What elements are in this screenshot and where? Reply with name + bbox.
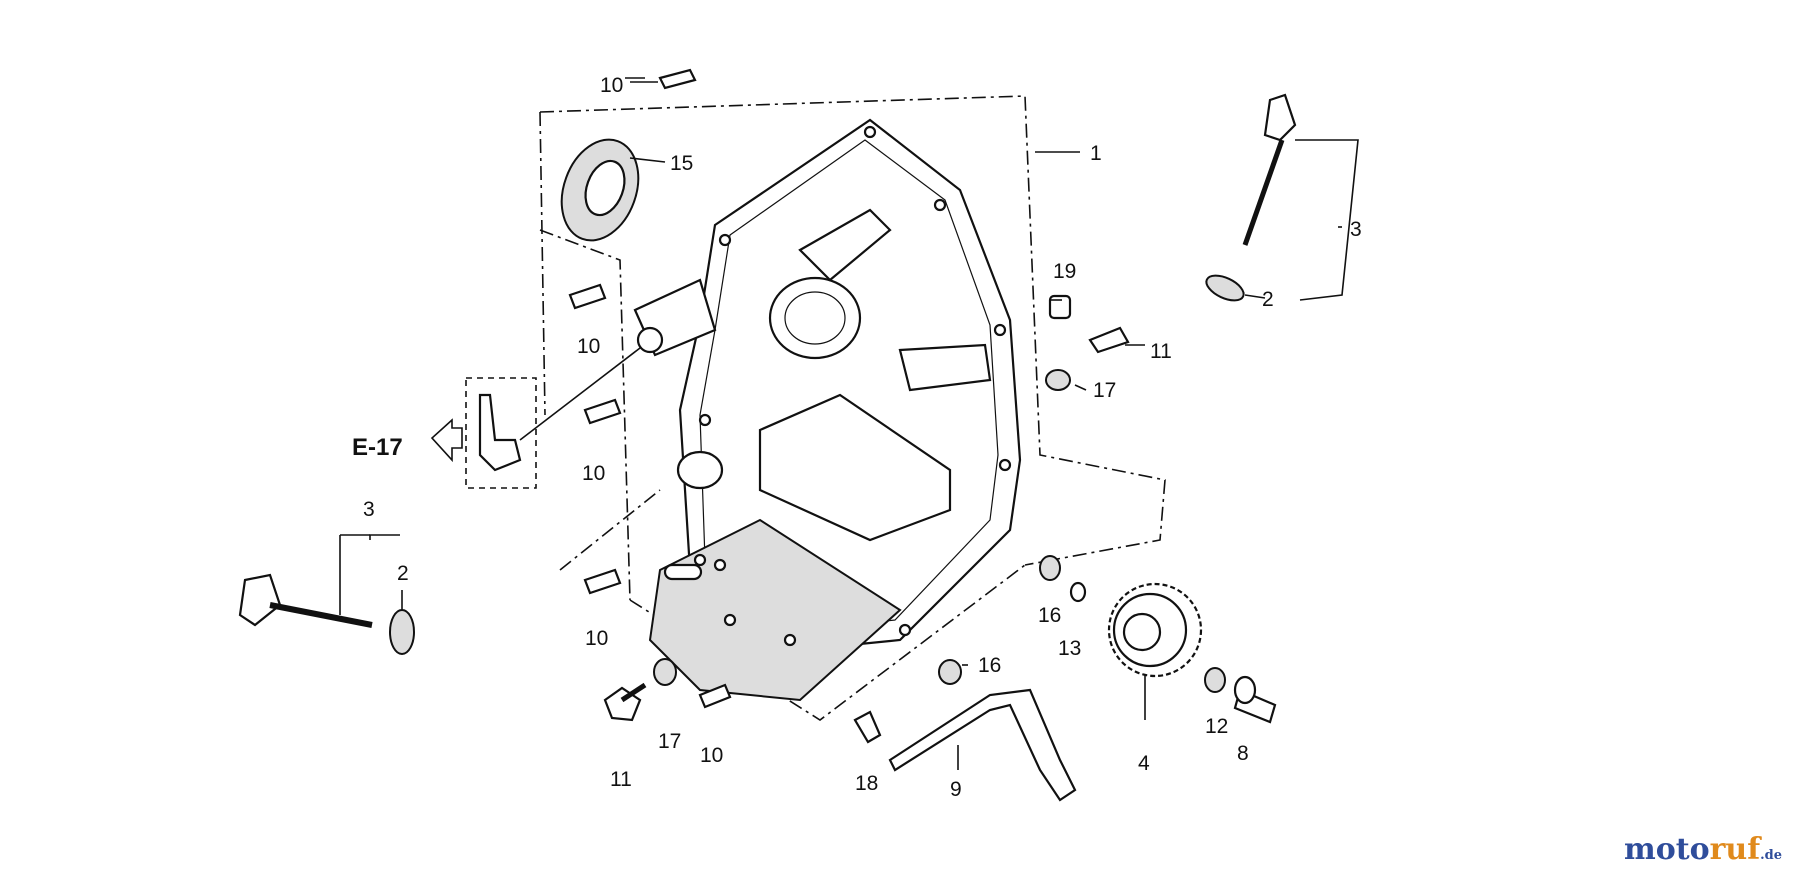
crankcase-cover-part [633,118,1022,702]
watermark-brand-a: moto [1623,832,1710,867]
callout-10-mid-left: 10 [582,462,605,485]
callout-16-bottom: 16 [978,654,1001,677]
callout-2-upper: 2 [1262,288,1274,311]
callout-10-lower-left: 10 [585,627,608,650]
callout-11-right: 11 [1150,340,1172,363]
callout-3-upper: 3 [1350,218,1362,241]
washer-parts [653,294,1226,744]
callout-2-lower: 2 [397,562,409,585]
callout-19: 19 [1053,260,1076,283]
leader-lines [625,77,1145,666]
callout-4: 4 [1138,752,1150,775]
callout-8: 8 [1237,742,1249,765]
callout-1: 1 [1090,142,1102,165]
callout-10-top: 10 [600,74,623,97]
callout-12: 12 [1205,715,1228,738]
breather-tube-part [465,347,641,489]
callout-18: 18 [855,772,878,795]
oil-seal-part [560,138,666,242]
bolt-parts [568,68,1130,722]
callout-13: 13 [1058,637,1081,660]
watermark-tld: .de [1760,848,1782,863]
callout-10-bottom: 10 [700,744,723,767]
lever-part [888,688,1077,802]
callout-11-bottom: 11 [610,768,632,791]
reference-arrow [430,418,463,463]
dipstick-lower-part [238,534,415,655]
callout-16-right: 16 [1038,604,1061,627]
brand-watermark: motoruf.de [1624,832,1782,867]
reference-label: E-17 [352,434,403,461]
callout-10-upper-left: 10 [577,335,600,358]
shaft-part [1233,675,1277,724]
watermark-brand-b: ruf [1709,832,1761,867]
governor-gear-part [1107,582,1203,720]
callout-3-lower: 3 [363,498,375,521]
callout-15: 15 [670,152,693,175]
callout-17-right: 17 [1093,379,1116,402]
callout-17-bottom: 17 [658,730,681,753]
dipstick-upper-part [1205,93,1359,302]
callout-9: 9 [950,778,962,801]
callout-labels: 1 2 2 3 3 4 8 9 10 10 10 10 10 11 11 12 … [352,74,1362,801]
